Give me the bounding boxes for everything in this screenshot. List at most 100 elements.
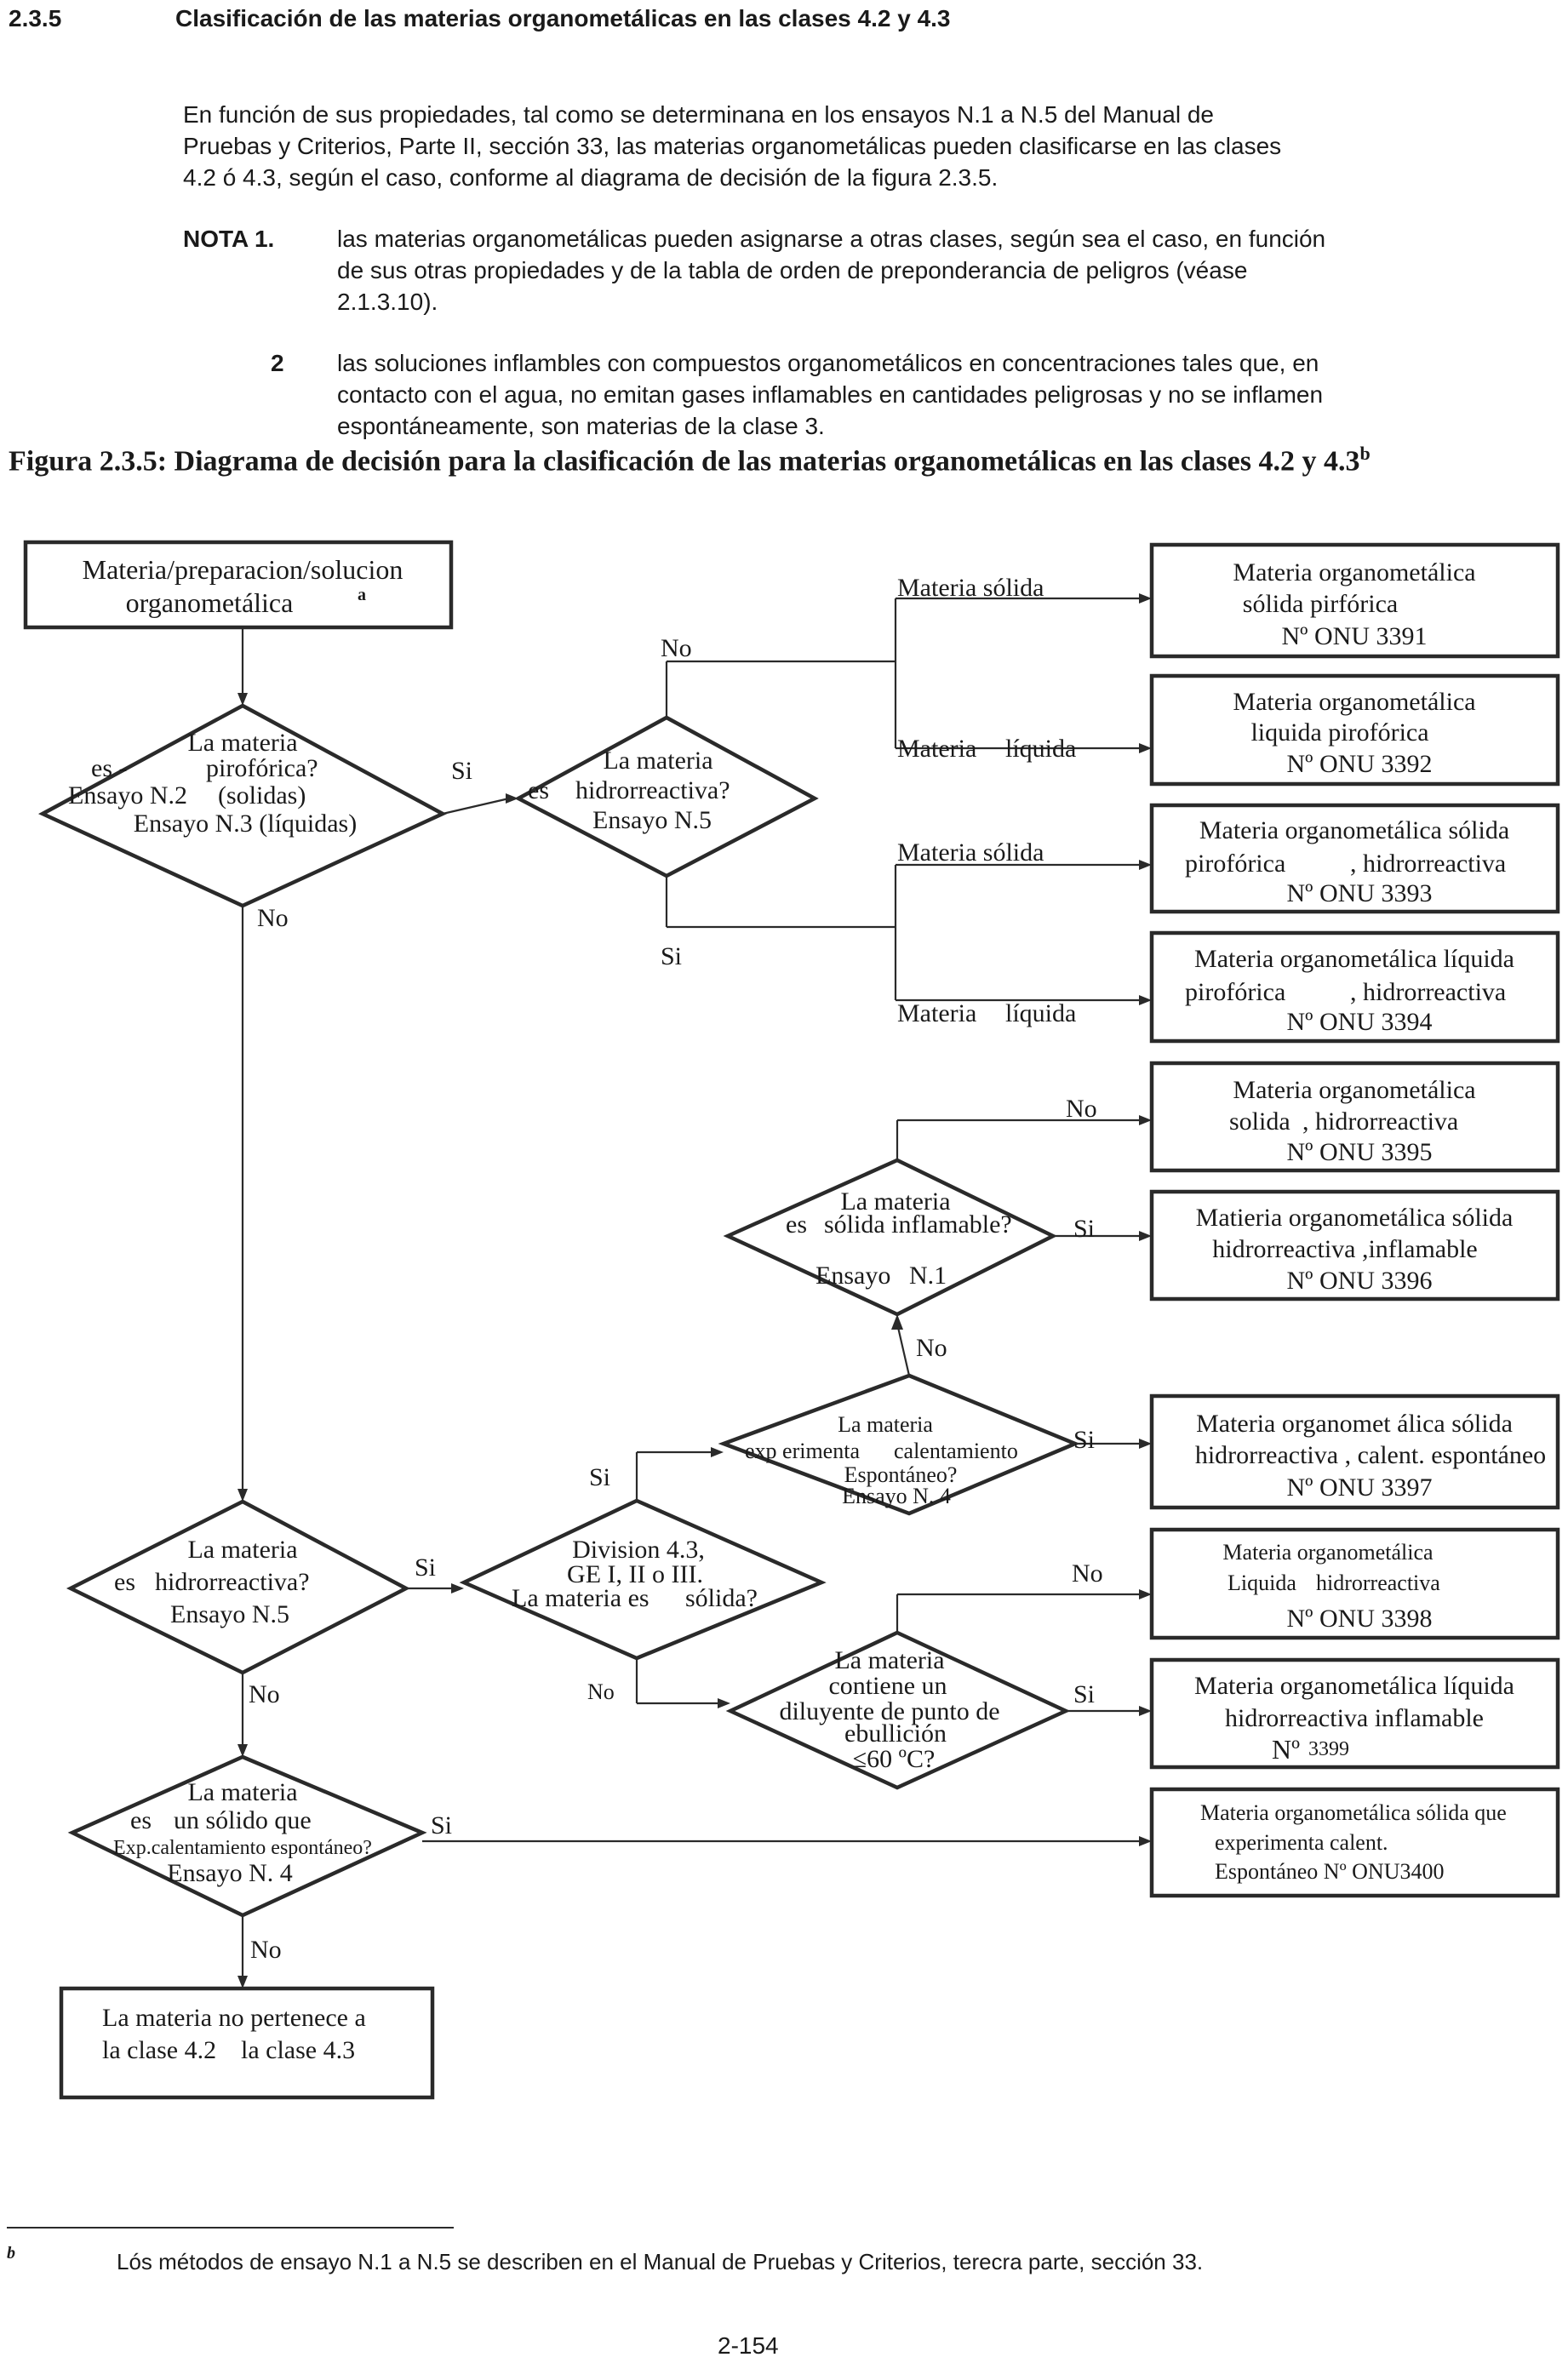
- start-box-line: organometálica: [126, 587, 294, 618]
- branch-label-no: No: [916, 1334, 947, 1362]
- result-text: pirofórica: [1185, 978, 1285, 1006]
- result-text: pirofórica: [1185, 850, 1285, 878]
- intro-paragraph: En función de sus propiedades, tal como …: [183, 99, 1498, 193]
- decision-text: ebullición: [844, 1719, 947, 1748]
- result-box-3395: [1149, 1061, 1560, 1173]
- branch-label-no: No: [250, 1936, 282, 1964]
- decision-text: La materia: [603, 747, 712, 775]
- decision-text: sólida inflamable?: [824, 1210, 1012, 1239]
- result-text: , hidrorreactiva: [1302, 1107, 1458, 1136]
- decision-text: La materia: [187, 1778, 297, 1806]
- end-box-line: la clase 4.3: [241, 2036, 355, 2064]
- end-box: [59, 1986, 435, 2100]
- decision-text: es -: [91, 754, 127, 782]
- result-box-3399: [1149, 1657, 1560, 1770]
- result-box-3394: [1149, 930, 1560, 1044]
- decision-text: La materia es: [512, 1584, 650, 1612]
- result-text: Nº ONU 3396: [1287, 1267, 1433, 1295]
- note-1-line: las materias organometálicas pueden asig…: [337, 226, 1326, 252]
- result-text: hidrorreactiva: [1316, 1571, 1440, 1595]
- result-text: Nº ONU 3397: [1287, 1473, 1433, 1502]
- decision-text: Ensayo N.5: [170, 1600, 289, 1628]
- branch-label-liquida: líquida: [1005, 999, 1076, 1027]
- branch-label-no: No: [1066, 1095, 1097, 1123]
- result-text: hidrorreactiva ,inflamable: [1212, 1235, 1478, 1263]
- result-text: Materia organometálica: [1233, 1076, 1475, 1104]
- result-text: experimenta calent.: [1215, 1830, 1388, 1855]
- result-text: Nº ONU 3398: [1287, 1605, 1433, 1633]
- decision-text: ≤60 ºC?: [853, 1745, 936, 1773]
- decision-text: Division 4.3,: [572, 1536, 705, 1564]
- branch-label-no: No: [587, 1679, 615, 1704]
- decision-text: Ensayo N.3 (líquidas): [134, 810, 357, 838]
- arrowheads: [237, 593, 1152, 1988]
- result-text: hidrorreactiva inflamable: [1225, 1704, 1484, 1732]
- branch-label-no: No: [249, 1680, 280, 1708]
- decision-text: es: [528, 776, 549, 804]
- branch-label-si: Si: [431, 1811, 452, 1839]
- note-1-label: NOTA 1.: [183, 226, 275, 252]
- decision-text: La materia: [187, 1536, 297, 1564]
- footnote-mark: b: [7, 2244, 15, 2263]
- note-2-text: las soluciones inflambles con compuestos…: [337, 347, 1498, 442]
- decision-text: pirofórica?: [206, 754, 318, 782]
- page-number: 2-154: [718, 2332, 779, 2359]
- end-box-line: La materia no pertenece a: [102, 2004, 366, 2032]
- decision-self-heating-top: [718, 1373, 1080, 1516]
- result-text: Nº ONU 3393: [1287, 879, 1433, 907]
- decision-text: un sólido que: [174, 1806, 312, 1834]
- note-1-text: las materias organometálicas pueden asig…: [337, 223, 1498, 318]
- section-number: 2.3.5: [9, 5, 62, 31]
- result-box-3398: [1149, 1527, 1560, 1640]
- decision-text: Espontáneo?: [844, 1462, 958, 1487]
- result-text: , hidrorreactiva: [1350, 978, 1506, 1006]
- branch-label-materia-solida: Materia sólida: [897, 838, 1044, 867]
- decision-text: exp erimenta: [745, 1439, 860, 1463]
- decision-diluent: [725, 1630, 1071, 1790]
- figure-title: Figura 2.3.5: Diagrama de decisión para …: [9, 443, 1371, 478]
- footnote-text: Lós métodos de ensayo N.1 a N.5 se descr…: [117, 2249, 1204, 2274]
- decision-text: diluyente de punto de: [779, 1697, 999, 1725]
- result-text: Matieria organometálica sólida: [1196, 1204, 1514, 1232]
- result-box-3400: [1149, 1787, 1560, 1898]
- result-text: Materia organometálica líquida: [1194, 945, 1514, 973]
- decision-text: Exp.calentamiento espontáneo?: [113, 1837, 372, 1859]
- result-text: Materia organometálica: [1222, 1540, 1434, 1565]
- result-text: Materia organometálica: [1233, 558, 1475, 586]
- note-2-label: 2: [271, 350, 284, 376]
- decision-text: La materia: [187, 729, 297, 757]
- result-text: hidrorreactiva , calent. espontáneo: [1195, 1441, 1546, 1469]
- branch-label-no: No: [1072, 1559, 1103, 1588]
- decision-text: Ensayo N. 4: [842, 1484, 951, 1508]
- result-text: Nº ONU 3394: [1287, 1008, 1433, 1036]
- branch-label-si: Si: [1073, 1426, 1095, 1454]
- decision-text: Ensayo N.5: [592, 806, 712, 834]
- decision-text: contiene un: [828, 1672, 947, 1700]
- figure-title-text: Figura 2.3.5: Diagrama de decisión para …: [9, 445, 1360, 478]
- figure-title-superscript: b: [1359, 443, 1371, 464]
- result-text: Materia organomet álica sólida: [1196, 1410, 1513, 1438]
- decision-text: La materia: [840, 1187, 950, 1216]
- branch-label-si: Si: [415, 1553, 436, 1582]
- decision-text: La materia: [834, 1646, 944, 1674]
- decision-text: Ensayo N. 4: [167, 1859, 292, 1887]
- decision-text: hidrorreactiva?: [575, 776, 730, 804]
- branch-label-no: No: [257, 904, 289, 932]
- note-2-line: espontáneamente, son materias de la clas…: [337, 413, 825, 439]
- result-box-3393: [1149, 803, 1560, 914]
- decision-text: Ensayo: [815, 1262, 890, 1290]
- decision-text: GE I, II o III.: [567, 1560, 703, 1588]
- decision-text: es: [786, 1210, 807, 1239]
- note-2-line: las soluciones inflambles con compuestos…: [337, 350, 1319, 376]
- result-text: 3399: [1308, 1738, 1349, 1760]
- branch-label-no: No: [661, 634, 692, 662]
- start-box-superscript: a: [358, 586, 366, 604]
- result-text: Materia organometálica sólida que: [1200, 1800, 1507, 1825]
- result-box-3397: [1149, 1393, 1560, 1510]
- start-box-line: Materia/preparacion/solucion: [83, 554, 403, 585]
- branch-label-si: Si: [1073, 1680, 1095, 1708]
- result-text: Nº ONU 3391: [1282, 622, 1428, 650]
- end-box-line: la clase 4.2: [102, 2036, 216, 2064]
- decision-text: hidrorreactiva?: [155, 1568, 310, 1596]
